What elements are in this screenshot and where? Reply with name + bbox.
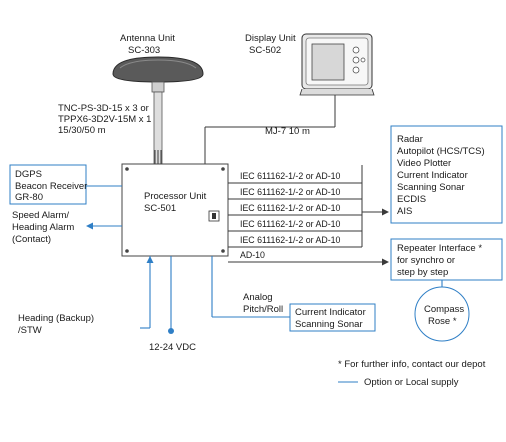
display-model: SC-502 — [249, 45, 281, 56]
gps-antenna-icon — [112, 56, 204, 165]
processor-title: Processor Unit — [144, 191, 207, 202]
legend-label: Option or Local supply — [364, 377, 459, 388]
processor-model: SC-501 — [144, 203, 176, 214]
display-cable-spec: MJ-7 10 m — [265, 126, 310, 137]
display-unit-icon — [299, 33, 375, 96]
iec-output-lines: IEC 611162-1/-2 or AD-10 IEC 611162-1/-2… — [228, 165, 389, 248]
heading-input-line2: /STW — [18, 325, 42, 336]
ad10-label: AD-10 — [240, 250, 265, 260]
antenna-title: Antenna Unit — [120, 33, 175, 44]
compass-line1: Compass — [424, 304, 464, 315]
current-box-line2: Scanning Sonar — [295, 319, 363, 330]
compass-line2: Rose * — [428, 316, 457, 327]
heading-input-line1: Heading (Backup) — [18, 313, 94, 324]
dgps-box — [9, 164, 87, 205]
speed-alarm-line2: Heading Alarm — [12, 222, 74, 233]
antenna-cable-spec-2: TPPX6-3D2V-15M x 1 — [58, 114, 151, 125]
repeater-line1: Repeater Interface * — [397, 243, 482, 254]
heading-input-arrow-icon — [146, 256, 154, 263]
analog-line2: Pitch/Roll — [243, 304, 283, 315]
output-current-indicator: Current Indicator — [397, 170, 468, 181]
antenna-model: SC-303 — [128, 45, 160, 56]
dgps-line3: GR-80 — [15, 192, 43, 203]
current-indicator-box — [289, 303, 376, 332]
output-ais: AIS — [397, 206, 412, 217]
output-equipment-box — [390, 125, 503, 224]
footnote: * For further info, contact our depot — [338, 359, 486, 370]
antenna-cable-spec-1: TNC-PS-3D-15 x 3 or — [58, 103, 149, 114]
dgps-line1: DGPS — [15, 169, 42, 180]
output-radar: Radar — [397, 134, 423, 145]
display-title: Display Unit — [245, 33, 296, 44]
compass-rose-circle — [414, 286, 470, 342]
processor-unit-box — [121, 163, 229, 257]
iec-line-4-label: IEC 611162-1/-2 or AD-10 — [240, 219, 341, 229]
repeater-line2: for synchro or — [397, 255, 455, 266]
output-autopilot: Autopilot (HCS/TCS) — [397, 146, 485, 157]
antenna-cable — [154, 150, 162, 164]
repeater-box — [390, 238, 503, 281]
ad10-arrow-icon — [382, 258, 389, 266]
iec-line-2-label: IEC 611162-1/-2 or AD-10 — [240, 187, 341, 197]
power-label: 12-24 VDC — [149, 342, 196, 353]
antenna-cable-spec-3: 15/30/50 m — [58, 125, 106, 136]
analog-line1: Analog — [243, 292, 273, 303]
power-switch-icon — [208, 210, 220, 222]
power-terminal-icon — [168, 328, 174, 334]
repeater-line3: step by step — [397, 267, 448, 278]
iec-line-1-label: IEC 611162-1/-2 or AD-10 — [240, 171, 341, 181]
speed-alarm-line3: (Contact) — [12, 234, 51, 245]
output-ecdis: ECDIS — [397, 194, 426, 205]
outputs-arrow-icon — [382, 208, 389, 216]
speed-alarm-line1: Speed Alarm/ — [12, 210, 69, 221]
iec-line-3-label: IEC 611162-1/-2 or AD-10 — [240, 203, 341, 213]
iec-line-5-label: IEC 611162-1/-2 or AD-10 — [240, 235, 341, 245]
output-scanning-sonar: Scanning Sonar — [397, 182, 465, 193]
current-box-line1: Current Indicator — [295, 307, 366, 318]
dgps-line2: Beacon Receiver — [15, 181, 87, 192]
speed-alarm-arrow-icon — [86, 222, 93, 230]
output-video-plotter: Video Plotter — [397, 158, 451, 169]
